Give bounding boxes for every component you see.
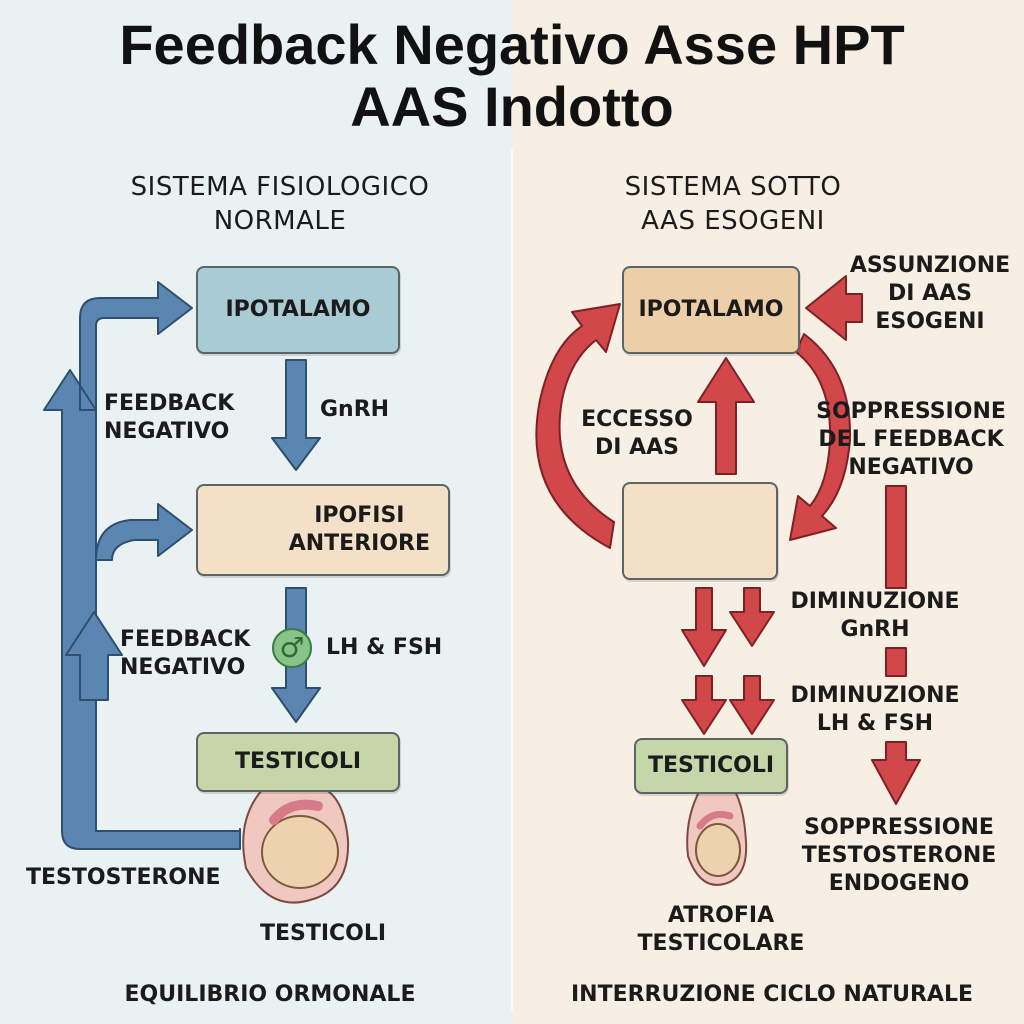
- left-feedback-upper-label: FEEDBACK NEGATIVO: [104, 391, 235, 444]
- left-footer: EQUILIBRIO ORMONALE: [124, 982, 416, 1007]
- testosterone-suppression-label: SOPPRESSIONE TESTOSTERONE ENDOGENO: [801, 815, 997, 896]
- male-symbol-icon: ♂: [279, 631, 305, 664]
- atrophy-label: ATROFIA TESTICOLARE: [637, 903, 805, 956]
- left-testes-box: TESTICOLI: [196, 732, 400, 792]
- left-heading: SISTEMA FISIOLOGICO NORMALE: [130, 172, 430, 236]
- exogenous-intake-label: ASSUNZIONE DI AAS ESOGENI: [849, 253, 1011, 334]
- testosterone-label: TESTOSTERONE: [26, 865, 221, 890]
- right-hypothalamus-box: IPOTALAMO: [622, 266, 800, 354]
- left-pituitary-box: IPOFISI ANTERIORE: [196, 484, 450, 576]
- left-feedback-lower-label: FEEDBACK NEGATIVO: [120, 627, 251, 680]
- left-testes-caption: TESTICOLI: [259, 921, 387, 946]
- page-title: Feedback Negativo Asse HPT AAS Indotto: [0, 14, 1024, 138]
- left-lh-fsh-label: LH & FSH: [326, 635, 443, 660]
- right-heading: SISTEMA SOTTO AAS ESOGENI: [624, 172, 842, 236]
- lh-fsh-decrease-label: DIMINUZIONE LH & FSH: [790, 683, 960, 736]
- right-footer: INTERRUZIONE CICLO NATURALE: [570, 982, 973, 1007]
- right-pituitary-box: [622, 482, 778, 580]
- title-line-2: AAS Indotto: [350, 75, 674, 138]
- gnrh-decrease-label: DIMINUZIONE GnRH: [790, 589, 960, 642]
- feedback-suppression-label: SOPPRESSIONE DEL FEEDBACK NEGATIVO: [816, 399, 1006, 480]
- title-line-1: Feedback Negativo Asse HPT: [119, 13, 905, 76]
- panel-divider: [511, 150, 513, 1010]
- right-testes-box: TESTICOLI: [634, 738, 788, 794]
- left-hypothalamus-box: IPOTALAMO: [196, 266, 400, 354]
- excess-aas-label: ECCESSO DI AAS: [581, 407, 693, 460]
- left-gnrh-label: GnRH: [320, 397, 390, 422]
